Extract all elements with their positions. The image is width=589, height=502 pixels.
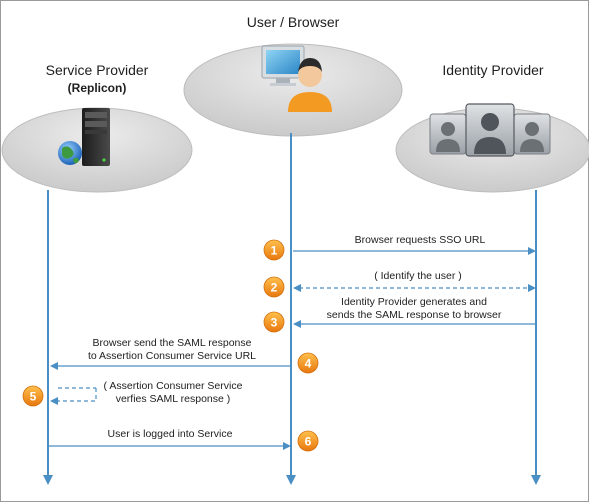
step-5-badge <box>22 385 44 407</box>
server-icon <box>82 108 110 166</box>
step-1-label: Browser requests SSO URL <box>355 234 486 246</box>
step-1-number: 1 <box>271 244 278 258</box>
step-4-number: 4 <box>305 357 312 371</box>
step-2-label: ( Identify the user ) <box>374 270 462 282</box>
step-2-number: 2 <box>271 281 278 295</box>
step-6-label: User is logged into Service <box>108 428 233 440</box>
step-4-arrowhead <box>50 362 58 370</box>
service-provider-title: Service Provider <box>46 62 149 78</box>
identity-provider-lifeline-arrow <box>531 475 541 485</box>
step-1-arrowhead <box>528 247 536 255</box>
step-5: ( Assertion Consumer Service verfies SAM… <box>22 380 243 407</box>
step-6: User is logged into Service 6 <box>48 428 319 452</box>
step-5-arrowhead <box>50 397 58 405</box>
step-4-label-line-2: to Assertion Consumer Service URL <box>88 350 256 362</box>
step-4: Browser send the SAML response to Assert… <box>50 337 319 374</box>
lifelines <box>43 133 541 485</box>
step-2: ( Identify the user ) 2 <box>263 270 536 298</box>
user-browser-actor: User / Browser <box>183 14 403 137</box>
step-4-label-line-1: Browser send the SAML response <box>93 337 252 349</box>
service-provider-subtitle: (Replicon) <box>68 81 127 95</box>
user-browser-lifeline-arrow <box>286 475 296 485</box>
step-5-label-line-1: ( Assertion Consumer Service <box>104 380 243 392</box>
user-browser-title: User / Browser <box>247 14 340 30</box>
globe-icon <box>58 141 82 165</box>
identity-provider-title: Identity Provider <box>442 62 543 78</box>
user-browser-platform <box>183 43 403 137</box>
step-3-label-line-2: sends the SAML response to browser <box>327 309 502 321</box>
step-5-label-line-2: verfies SAML response ) <box>116 393 231 405</box>
step-1: Browser requests SSO URL 1 <box>263 234 536 261</box>
identity-provider-actor: Identity Provider <box>395 62 589 193</box>
step-3: Identity Provider generates and sends th… <box>263 296 536 333</box>
step-5-arrow <box>58 388 97 402</box>
step-6-number: 6 <box>305 435 312 449</box>
step-2-arrowhead-right <box>528 284 536 292</box>
step-3-number: 3 <box>271 316 278 330</box>
step-2-arrowhead-left <box>293 284 301 292</box>
user-at-computer-icon <box>261 45 332 112</box>
step-5-number: 5 <box>30 390 37 404</box>
step-6-badge <box>297 430 319 452</box>
step-3-label-line-1: Identity Provider generates and <box>341 296 487 308</box>
step-1-badge <box>263 239 285 261</box>
step-3-arrowhead <box>293 320 301 328</box>
user-group-icon <box>429 103 551 157</box>
step-3-badge <box>263 311 285 333</box>
step-4-badge <box>297 352 319 374</box>
step-6-arrowhead <box>283 442 291 450</box>
service-provider-lifeline-arrow <box>43 475 53 485</box>
service-provider-actor: Service Provider (Replicon) <box>1 62 193 193</box>
step-2-badge <box>263 276 285 298</box>
